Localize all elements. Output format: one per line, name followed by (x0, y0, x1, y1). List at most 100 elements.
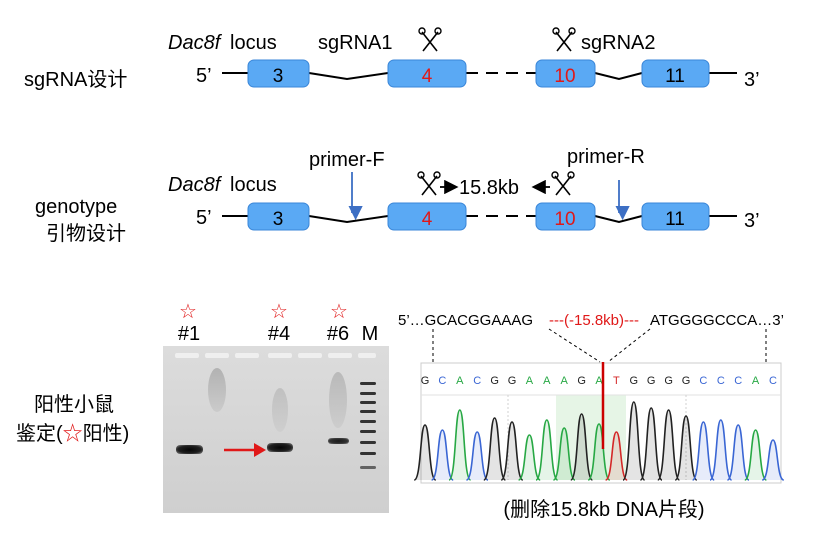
marker-ladder (360, 382, 376, 469)
exon-label: 3 (273, 209, 284, 230)
base-call-letter: T (613, 375, 620, 387)
intron-line (308, 215, 389, 224)
base-call-letter: G (630, 375, 639, 387)
base-call-letter: C (699, 375, 707, 387)
exon-label: 10 (554, 209, 575, 230)
trace-peak (465, 431, 489, 481)
scissors-icon (417, 171, 441, 196)
intron-line (594, 215, 643, 224)
chromatogram-traces (413, 401, 785, 481)
exon-4 (387, 202, 467, 231)
base-call-letter: A (752, 375, 760, 387)
positive-star-icon: ☆ (330, 301, 348, 323)
trace-peak (587, 423, 611, 481)
base-call-letter: G (421, 375, 430, 387)
trace-peak (709, 419, 733, 481)
sequence-deletion: ---(-15.8kb)--- (549, 312, 639, 329)
base-call-letter: A (595, 375, 603, 387)
base-call-letter: G (508, 375, 517, 387)
sequence-left: 5’…GCACGGAAAG (398, 312, 533, 329)
trace-peak (448, 409, 472, 481)
locus-word: locus (230, 174, 277, 196)
base-call-letter: C (734, 375, 742, 387)
trace-peak (639, 407, 663, 481)
scissors-icon (551, 171, 575, 196)
scissors-icon (418, 27, 442, 52)
base-call-letter: G (682, 375, 691, 387)
primer-design-label: 引物设计 (46, 222, 126, 245)
identification-label: 鉴定(☆阳性) (16, 422, 129, 445)
base-call-letter: A (526, 375, 534, 387)
positive-star-icon: ☆ (270, 301, 288, 323)
exon-4 (387, 59, 467, 88)
exon-label: 11 (665, 66, 685, 87)
exon-11 (641, 202, 710, 231)
trace-peak (622, 401, 646, 481)
primer-f-label: primer-F (309, 149, 385, 171)
intron-line (308, 72, 389, 81)
gel-smear (272, 388, 288, 432)
trace-peak (535, 419, 559, 481)
genotype-primer-section: genotype 引物设计 primer-F primer-R Dac8f lo… (35, 146, 760, 245)
red-arrowhead-icon (254, 443, 266, 457)
base-call-letter: G (647, 375, 656, 387)
trace-peak (500, 421, 524, 481)
exon-10 (535, 202, 596, 231)
alignment-connectors (432, 328, 767, 372)
trace-peak (761, 439, 785, 481)
base-call-letter: G (577, 375, 586, 387)
five-prime-end: 5’ (196, 65, 212, 87)
exon-label: 4 (422, 66, 433, 87)
base-call-letter: C (438, 375, 446, 387)
sgrna2-label: sgRNA2 (581, 32, 655, 54)
deletion-size-label: 15.8kb (459, 177, 519, 199)
base-call-letter: G (664, 375, 673, 387)
positive-star-icon: ☆ (179, 301, 197, 323)
base-call-letter: A (456, 375, 464, 387)
trace-peak (657, 409, 681, 481)
trace-peak (726, 424, 750, 481)
gel-smear (329, 372, 347, 428)
sgrna-design-label: sgRNA设计 (24, 68, 127, 91)
genotype-label: genotype (35, 196, 117, 218)
exon-label: 10 (554, 66, 575, 87)
gel-wells (175, 353, 376, 358)
exon-3 (247, 59, 310, 88)
trace-peak (483, 417, 507, 481)
base-call-letter: G (490, 375, 499, 387)
lane-label: M (362, 323, 379, 345)
base-call-letter: A (561, 375, 569, 387)
base-call-letter: C (717, 375, 725, 387)
trace-peak (691, 421, 715, 481)
exon-label: 3 (273, 66, 284, 87)
three-prime-end: 3’ (744, 210, 760, 232)
base-call-letter: A (543, 375, 551, 387)
lane-label: #4 (268, 323, 290, 345)
trace-peak (744, 429, 768, 481)
intron-line (594, 72, 643, 81)
trace-peak (604, 431, 628, 481)
trace-peak (413, 424, 437, 481)
trace-peak (517, 434, 541, 481)
locus-gene-name: Dac8f (168, 174, 223, 196)
trace-peak (430, 429, 454, 481)
gel-image (163, 346, 389, 513)
sequence-right: ATGGGGCCCA…3’ (650, 312, 784, 329)
five-prime-end: 5’ (196, 207, 212, 229)
scissors-icon (552, 27, 576, 52)
three-prime-end: 3’ (744, 69, 760, 91)
sequence-caption: (删除15.8kb DNA片段) (503, 498, 704, 521)
gel-section: 阳性小鼠 鉴定(☆阳性) ☆ ☆ ☆ #1 #4 #6 M (16, 301, 389, 513)
lane-label: #6 (327, 323, 349, 345)
gel-band (328, 438, 349, 444)
locus-gene-name: Dac8f (168, 32, 223, 54)
locus-word: locus (230, 32, 277, 54)
trace-peak (570, 413, 594, 481)
primer-r-label: primer-R (567, 146, 645, 168)
exon-3 (247, 202, 310, 231)
base-call-letter: C (473, 375, 481, 387)
lane-label: #1 (178, 323, 200, 345)
